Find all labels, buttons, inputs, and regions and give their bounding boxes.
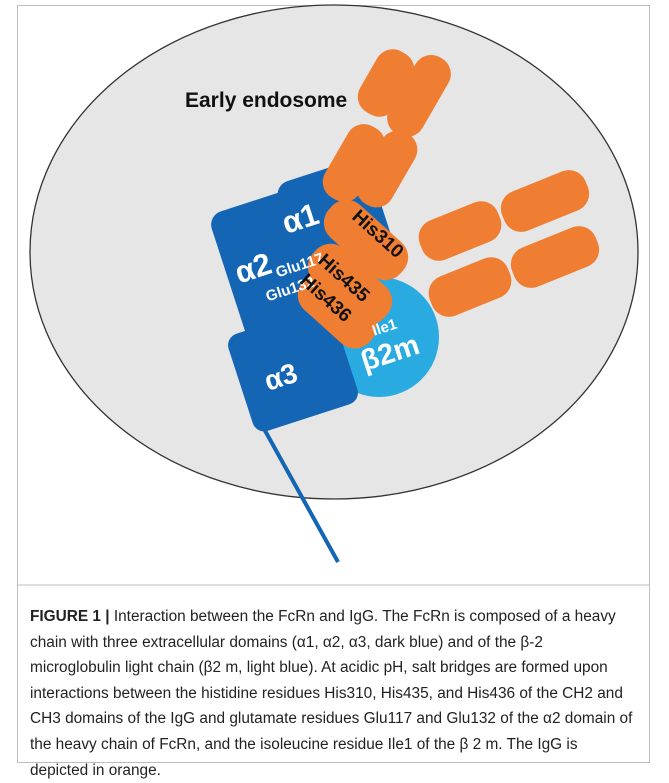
endosome-title: Early endosome — [185, 89, 347, 112]
caption-text: Interaction between the FcRn and IgG. Th… — [30, 608, 632, 779]
figure-caption: FIGURE 1 | Interaction between the FcRn … — [30, 604, 635, 783]
figure-label: FIGURE 1 | — [30, 608, 110, 625]
fcrn-igg-diagram: Early endosome α1 α2 α3 β2m Glu117 Glu13… — [0, 0, 669, 600]
